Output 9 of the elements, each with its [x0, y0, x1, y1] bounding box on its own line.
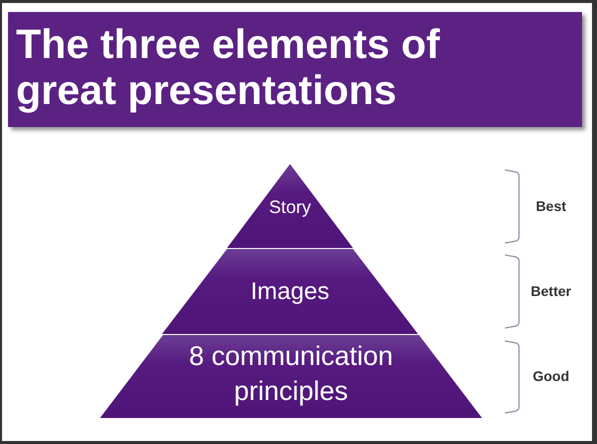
- level-label: Good: [532, 368, 570, 384]
- title: The three elements of great presentations: [16, 21, 441, 113]
- tier-label: Story: [268, 196, 312, 219]
- top-tier-triangle: [227, 164, 353, 248]
- tier-label: Images: [250, 277, 330, 307]
- level-label: Better: [530, 282, 572, 298]
- tier-label: 8 communication principles: [188, 340, 394, 408]
- level-label: Best: [534, 198, 568, 214]
- bottom-tier-trapezoid: [100, 335, 482, 418]
